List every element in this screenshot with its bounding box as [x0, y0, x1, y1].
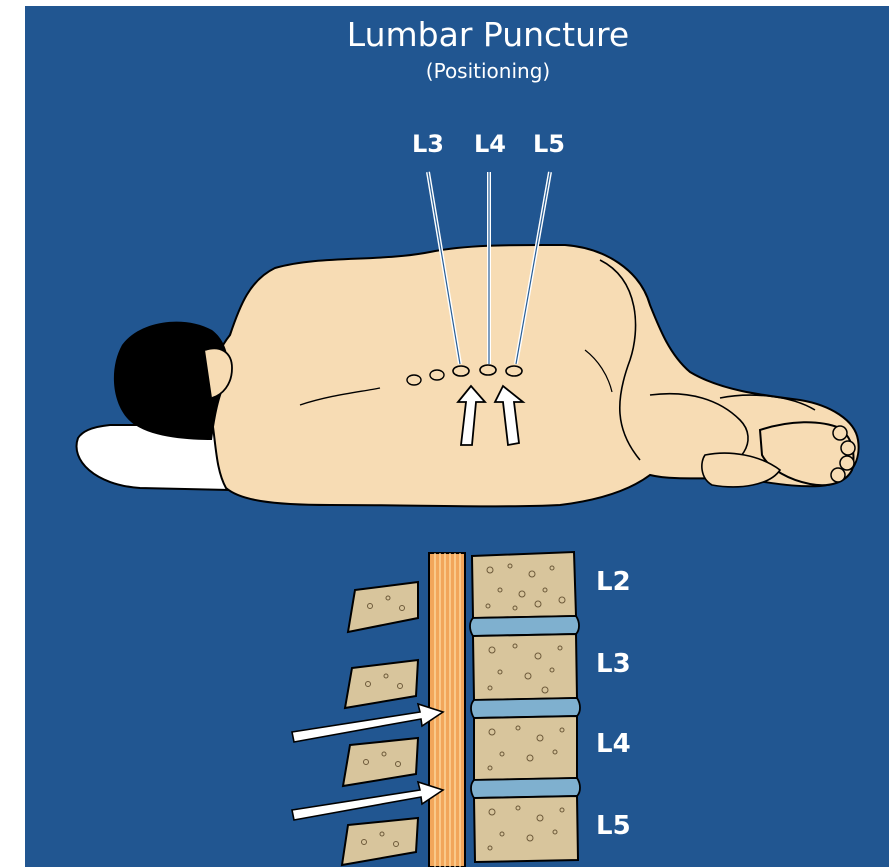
vertebra-label-l3: L3 [596, 649, 631, 679]
vertebra-label-l2: L2 [596, 567, 631, 597]
vertebra-label-l4: L4 [596, 729, 631, 759]
disc-l3-l4 [471, 698, 580, 718]
diagram-title: Lumbar Puncture [347, 15, 629, 54]
needle-label-l4: L4 [474, 130, 506, 158]
diagram-subtitle: (Positioning) [426, 59, 550, 83]
disc-l2-l3 [470, 616, 579, 636]
disc-l4-l5 [471, 778, 580, 798]
vertebra-l3 [473, 634, 577, 700]
vertebra-label-l5: L5 [596, 811, 631, 841]
vertebral-bodies [470, 552, 580, 862]
vertebra-l5 [474, 796, 578, 862]
needle-label-l3: L3 [412, 130, 444, 158]
needle-label-l5: L5 [533, 130, 565, 158]
patient-head [114, 322, 232, 440]
